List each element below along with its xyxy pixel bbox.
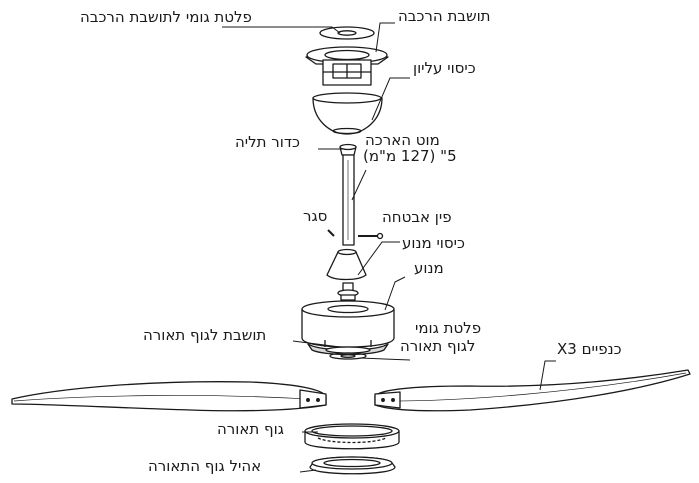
- label-mounting-bracket: תושבת הרכבה: [398, 7, 491, 25]
- hanger-ball: [339, 143, 357, 156]
- leader-top-canopy: [371, 77, 410, 121]
- motor-cover: [326, 248, 367, 281]
- leader-light-bracket: [292, 340, 341, 348]
- leader-mounting-bracket: [375, 22, 395, 53]
- cotter-pin: [327, 229, 335, 237]
- motor-shaft: [337, 282, 359, 301]
- label-motor: מנוע: [414, 259, 444, 277]
- label-motor-cover: כיסוי מנוע: [402, 234, 465, 252]
- light-shade: [309, 456, 396, 475]
- label-safety-pin: פין אבטחה: [382, 208, 452, 226]
- label-hanger-ball: כדור תליה: [235, 133, 300, 151]
- light-body: [304, 423, 400, 450]
- safety-pin: [358, 232, 384, 240]
- right-fan-blade: [374, 369, 691, 412]
- mounting-bracket: [305, 46, 389, 86]
- label-blades: כנפיים X3: [557, 340, 622, 358]
- leader-light-gasket: [359, 357, 411, 361]
- leader-blades: [539, 360, 556, 391]
- leader-motor-cover: [357, 241, 400, 276]
- label-light-bracket: תושבת לגוף תאורה: [143, 326, 267, 344]
- leader-rubber-gasket: [222, 26, 341, 34]
- label-light-gasket-line2: לגוף תאורה: [400, 337, 476, 355]
- motor-body: [301, 300, 395, 356]
- label-downrod-line1: מוט הארכה: [365, 131, 440, 149]
- leader-downrod: [351, 169, 367, 201]
- rubber-gasket-ring: [319, 26, 375, 40]
- top-canopy: [312, 92, 383, 135]
- label-cotter: סגר: [303, 207, 328, 225]
- label-light-body: גוף תאורה: [217, 420, 284, 438]
- leader-light-shade: [299, 469, 317, 473]
- downrod: [342, 154, 355, 246]
- left-fan-blade: [11, 381, 327, 412]
- leader-motor: [384, 276, 406, 311]
- label-rubber-gasket-mount: פלטת גומי לתושבת הרכבה: [80, 8, 252, 26]
- leader-lines: [222, 22, 556, 473]
- label-light-gasket-line1: פלטת גומי: [415, 319, 482, 337]
- label-light-shade: אהיל גוף התאורה: [148, 457, 262, 475]
- label-downrod-line2: 5" (127 מ"מ): [363, 147, 457, 165]
- label-top-canopy: כיסוי עליון: [413, 59, 476, 77]
- light-rubber-gasket: [329, 352, 367, 360]
